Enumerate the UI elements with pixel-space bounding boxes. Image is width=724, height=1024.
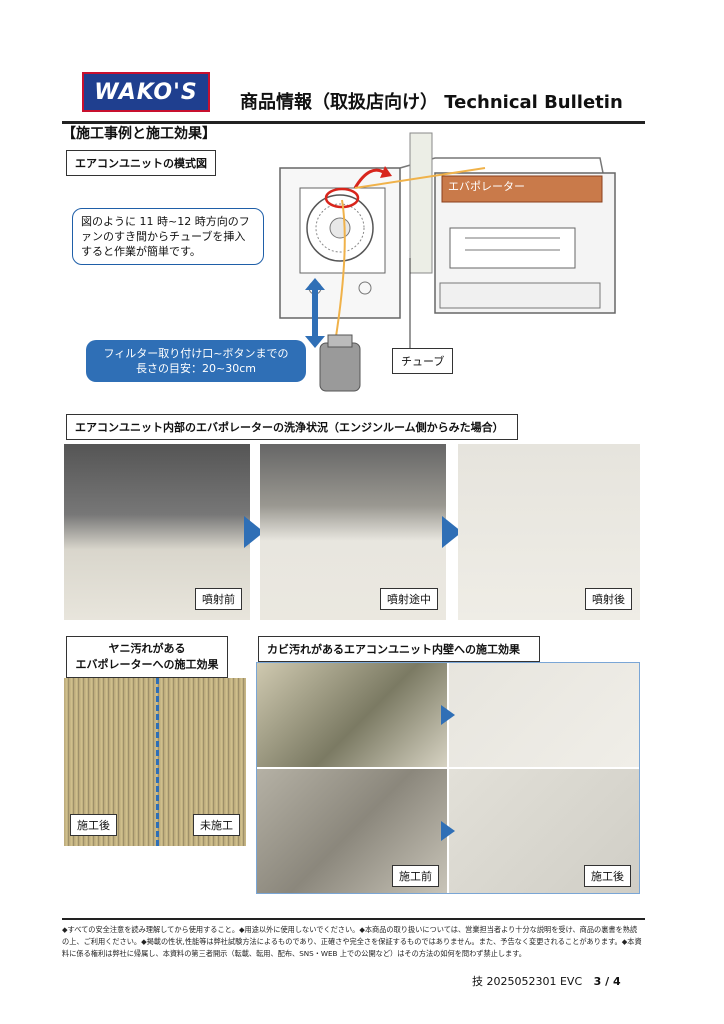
wash-section-label: エアコンユニット内部のエバポレーターの洗浄状況（エンジンルーム側からみた場合） xyxy=(66,414,518,440)
tar-section-label: ヤニ汚れがある エバポレーターへの施工効果 xyxy=(66,636,228,678)
doc-number: 技 2025052301 EVC xyxy=(472,975,583,988)
photo-mold-bottom-after: 施工後 xyxy=(449,769,639,893)
mold-photo-frame: 施工前 施工後 xyxy=(256,662,640,894)
photo-mold-top-after xyxy=(449,663,639,767)
filter-length-note: フィルター取り付け口~ボタンまでの 長さの目安：20~30cm xyxy=(86,340,306,382)
ac-unit-diagram xyxy=(279,132,616,392)
evaporator-label: エバポレーター xyxy=(448,180,525,193)
insertion-point-marker xyxy=(324,187,360,209)
tube-line xyxy=(334,199,346,344)
insertion-arrow xyxy=(353,168,386,189)
photo-tag-after: 噴射後 xyxy=(585,588,632,610)
tag-after-mold: 施工後 xyxy=(584,865,631,887)
photo-mold-top-before xyxy=(257,663,447,767)
wakos-logo: WAKO'S xyxy=(82,72,210,112)
diagram-label: エアコンユニットの模式図 xyxy=(66,150,216,176)
photo-tag-during: 噴射途中 xyxy=(380,588,438,610)
section-title: 【施工事例と施工効果】 xyxy=(62,126,216,142)
logo-text: WAKO'S xyxy=(94,79,198,105)
tag-after-tar: 施工後 xyxy=(70,814,117,836)
footer-notes: ◆すべての安全注意を読み理解してから使用すること。◆用途以外に使用しないでくださ… xyxy=(62,925,642,958)
filter-note-line2: 長さの目安：20~30cm xyxy=(136,362,256,375)
photo-before-spray: 噴射前 xyxy=(64,444,250,620)
fan-hub xyxy=(329,217,351,239)
photo-tar-evaporator: 施工後 未施工 xyxy=(64,678,246,846)
doc-number-line: 技 2025052301 EVC 3 / 4 xyxy=(472,973,621,989)
photo-mold-bottom-before: 施工前 xyxy=(257,769,447,893)
divider-dashed-line xyxy=(156,678,162,846)
photo-during-spray: 噴射途中 xyxy=(260,444,446,620)
header-divider xyxy=(62,121,645,124)
tube-label: チューブ xyxy=(392,348,454,374)
insertion-callout: 図のように 11 時~12 時方向のファンのすき間からチューブを挿入すると作業が… xyxy=(72,208,264,265)
arrow-icon xyxy=(441,821,455,841)
photo-tag-before: 噴射前 xyxy=(195,588,242,610)
arrow-icon xyxy=(244,516,264,548)
footer-divider xyxy=(62,918,645,920)
spray-can xyxy=(319,342,361,392)
photo-after-spray: 噴射後 xyxy=(458,444,640,620)
filter-note-line1: フィルター取り付け口~ボタンまでの xyxy=(103,347,289,360)
arrow-icon xyxy=(442,516,462,548)
page-number: 3 / 4 xyxy=(593,975,621,988)
fan-blades xyxy=(315,203,365,253)
tag-before-mold: 施工前 xyxy=(392,865,439,887)
tag-untreated: 未施工 xyxy=(193,814,240,836)
evaporator-core xyxy=(441,175,603,203)
mold-section-label: カビ汚れがあるエアコンユニット内壁への施工効果 xyxy=(258,636,540,662)
page-title: 商品情報（取扱店向け） Technical Bulletin xyxy=(240,92,623,113)
arrow-icon xyxy=(441,705,455,725)
